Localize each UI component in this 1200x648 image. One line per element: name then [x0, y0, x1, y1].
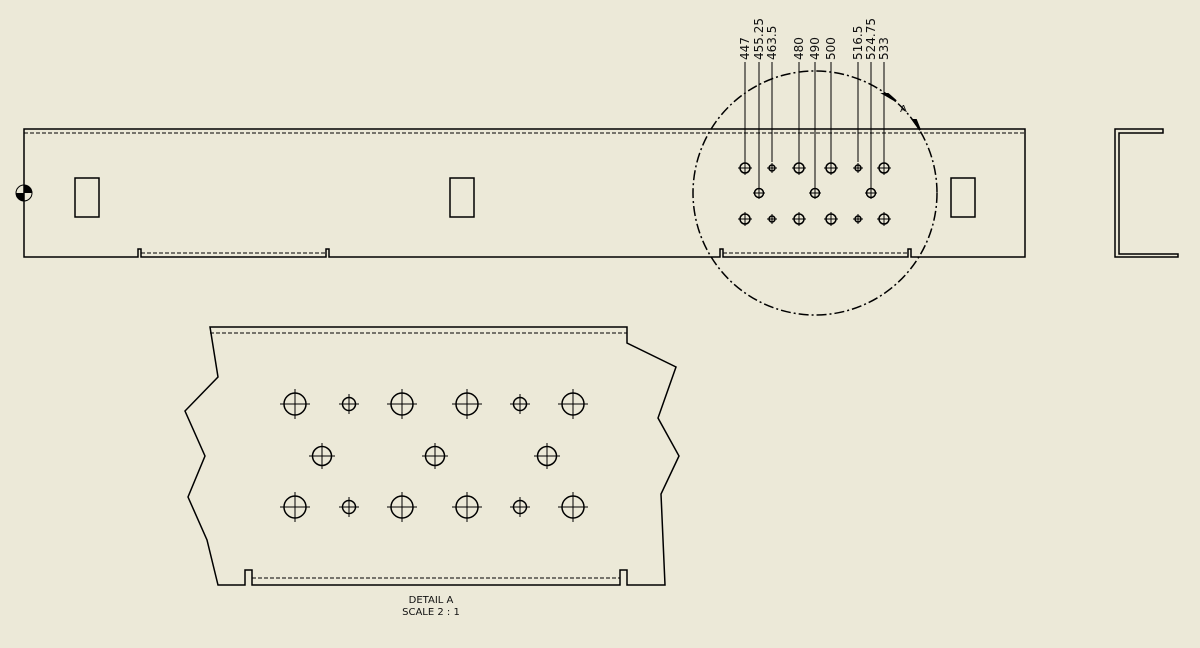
- hole: [510, 497, 530, 517]
- hole: [809, 187, 821, 199]
- ordinate-dimension-label: 447: [738, 37, 752, 60]
- detail-arrow-icon: [911, 119, 921, 131]
- hole: [558, 389, 588, 419]
- hole: [753, 187, 765, 199]
- hole: [824, 212, 838, 226]
- hole: [792, 161, 806, 175]
- hole: [534, 443, 560, 469]
- hole: [824, 161, 838, 175]
- ordinate-dimension-label: 524.75: [864, 18, 878, 60]
- hole: [280, 492, 310, 522]
- hole: [792, 212, 806, 226]
- hole: [738, 161, 752, 175]
- hole: [558, 492, 588, 522]
- ordinate-dimension-label: 463.5: [765, 26, 779, 60]
- hole: [452, 389, 482, 419]
- hole: [452, 492, 482, 522]
- detail-boundary-circle: [692, 70, 938, 316]
- ordinate-dimension-label: 500: [824, 37, 838, 60]
- origin-symbol-icon: [15, 184, 33, 202]
- rect-cutout: [449, 177, 475, 218]
- detail-arrow-icon: [880, 93, 897, 102]
- hole: [339, 394, 359, 414]
- detail-scale: SCALE 2 : 1: [402, 607, 460, 618]
- rect-cutout: [950, 177, 976, 218]
- hole: [767, 163, 777, 173]
- hole: [877, 161, 891, 175]
- hole: [865, 187, 877, 199]
- hole: [767, 214, 777, 224]
- ordinate-dimension-label: 516.5: [851, 26, 865, 60]
- hole: [853, 214, 863, 224]
- hole: [853, 163, 863, 173]
- side-view: [1114, 128, 1179, 258]
- hole: [280, 389, 310, 419]
- ordinate-dimension-label: 533: [877, 37, 891, 60]
- detail-view: DETAIL A SCALE 2 : 1: [184, 326, 680, 618]
- rect-cutout: [74, 177, 100, 218]
- hole: [387, 492, 417, 522]
- hole: [339, 497, 359, 517]
- hole: [738, 212, 752, 226]
- ordinate-dimension-label: 455.25: [752, 18, 766, 60]
- hole: [422, 443, 448, 469]
- ordinate-dimension-label: 480: [792, 37, 806, 60]
- detail-callout-label: A: [900, 104, 907, 115]
- ordinate-dimension-label: 490: [808, 37, 822, 60]
- hole: [387, 389, 417, 419]
- detail-title: DETAIL A: [409, 595, 454, 606]
- hole: [510, 394, 530, 414]
- hole: [877, 212, 891, 226]
- hole: [309, 443, 335, 469]
